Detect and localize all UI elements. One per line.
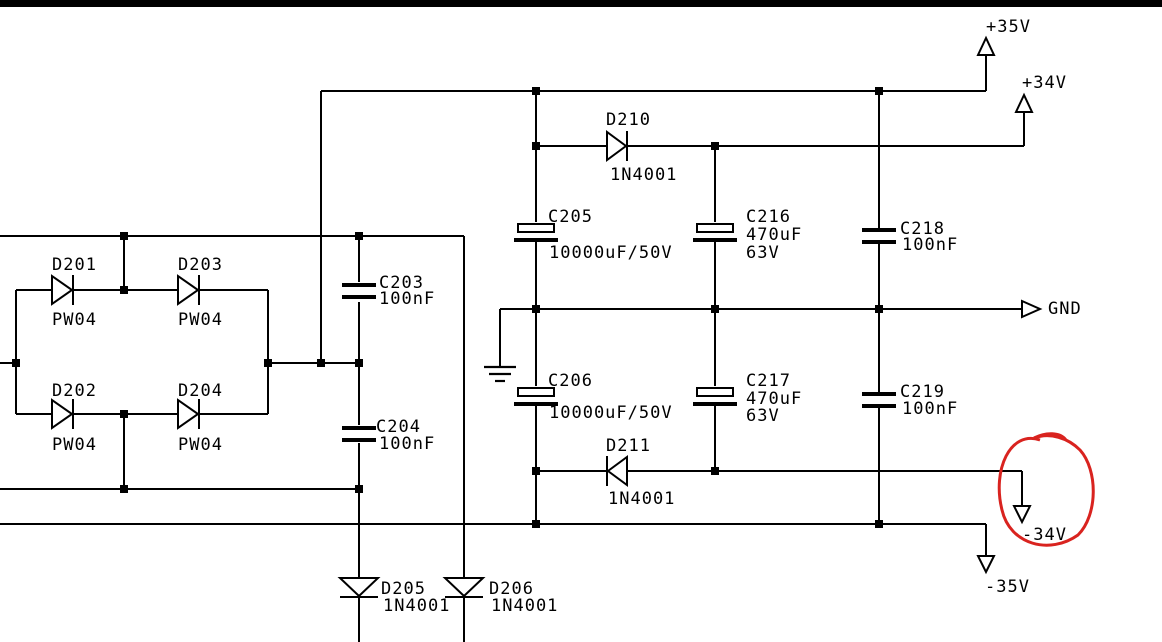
d206-ref-label: D206 xyxy=(489,579,534,599)
c217-ref-label: C217 xyxy=(746,371,791,391)
rail-label-minus35: -35V xyxy=(985,577,1030,597)
rail-label-minus34: -34V xyxy=(1022,525,1067,545)
ground-symbol xyxy=(484,365,516,383)
rail-label-plus34: +34V xyxy=(1022,73,1067,93)
d201-value-label: PW04 xyxy=(52,310,97,330)
c218-ref-label: C218 xyxy=(900,219,945,239)
capacitor-c203 xyxy=(342,283,376,299)
capacitor-c206 xyxy=(514,387,558,406)
bridge-wires xyxy=(0,55,987,642)
d203-value-label: PW04 xyxy=(178,310,223,330)
d202-ref-label: D202 xyxy=(52,381,97,401)
capacitor-c218 xyxy=(862,228,896,244)
c206-ref-label: C206 xyxy=(548,371,593,391)
rail-arrow-plus34 xyxy=(1014,92,1034,113)
c219-ref-label: C219 xyxy=(900,382,945,402)
rail-arrow-minus35 xyxy=(976,555,996,575)
c217-voltage-label: 63V xyxy=(746,406,780,426)
c205-ref-label: C205 xyxy=(548,207,593,227)
diode-d201 xyxy=(51,274,74,306)
capacitor-c217 xyxy=(693,387,737,406)
d205-ref-label: D205 xyxy=(381,579,426,599)
c205-value-label: 10000uF/50V xyxy=(549,243,673,263)
rail-label-gnd: GND xyxy=(1048,299,1082,319)
d211-value-label: 1N4001 xyxy=(608,489,675,509)
d204-value-label: PW04 xyxy=(178,435,223,455)
diode-d203 xyxy=(177,274,200,306)
d205-value-label: 1N4001 xyxy=(383,596,450,616)
d206-value-label: 1N4001 xyxy=(491,596,558,616)
diode-d204 xyxy=(177,398,200,430)
diode-d210 xyxy=(606,130,628,162)
d203-ref-label: D203 xyxy=(178,255,223,275)
capacitor-c205 xyxy=(514,223,558,242)
diode-d205 xyxy=(337,577,381,598)
rail-arrow-minus34 xyxy=(1012,505,1032,525)
c216-ref-label: C216 xyxy=(746,207,791,227)
d202-value-label: PW04 xyxy=(52,435,97,455)
d211-ref-label: D211 xyxy=(606,436,651,456)
capacitor-c219 xyxy=(862,392,896,408)
rail-arrow-gnd xyxy=(1021,299,1043,319)
filter-wires xyxy=(499,91,1025,524)
diode-d202 xyxy=(51,398,74,430)
c206-value-label: 10000uF/50V xyxy=(549,403,673,423)
c203-ref-label: C203 xyxy=(379,273,424,293)
highlight-circle-annotation xyxy=(997,432,1095,547)
d201-ref-label: D201 xyxy=(52,255,97,275)
c203-value-label: 100nF xyxy=(379,289,435,309)
diode-d206 xyxy=(442,577,486,598)
top-border xyxy=(0,0,1162,7)
diode-d211 xyxy=(606,455,628,487)
c216-voltage-label: 63V xyxy=(746,243,780,263)
c219-value-label: 100nF xyxy=(902,399,958,419)
c216-value-label: 470uF xyxy=(746,225,802,245)
c204-value-label: 100nF xyxy=(379,434,435,454)
rail-arrow-plus35 xyxy=(976,35,996,56)
c218-value-label: 100nF xyxy=(902,235,958,255)
c204-ref-label: C204 xyxy=(376,417,421,437)
rail-label-plus35: +35V xyxy=(986,17,1031,37)
d210-value-label: 1N4001 xyxy=(610,165,677,185)
junction-dots xyxy=(12,87,883,528)
d204-ref-label: D204 xyxy=(178,381,223,401)
d210-ref-label: D210 xyxy=(606,110,651,130)
c217-value-label: 470uF xyxy=(746,389,802,409)
capacitor-c216 xyxy=(693,223,737,242)
capacitor-c204 xyxy=(342,426,376,442)
